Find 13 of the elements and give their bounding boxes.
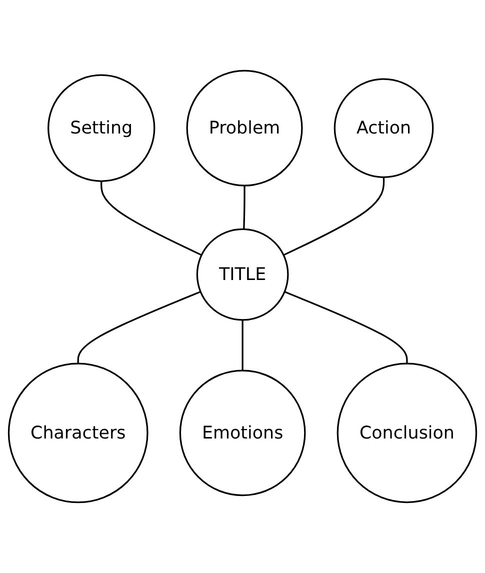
node-circle: Problem <box>186 70 303 186</box>
connector <box>243 186 246 230</box>
node-circle: TITLE <box>196 228 289 321</box>
connector <box>284 290 408 364</box>
node-circle: Action <box>334 78 434 178</box>
node-circle: Conclusion <box>336 362 478 504</box>
connector <box>77 290 201 364</box>
node-circle: Emotions <box>179 370 306 496</box>
connector <box>283 177 385 256</box>
node-circle: Characters <box>8 362 148 504</box>
connector <box>242 320 244 371</box>
connector <box>100 181 202 256</box>
node-circle: Setting <box>48 74 156 182</box>
